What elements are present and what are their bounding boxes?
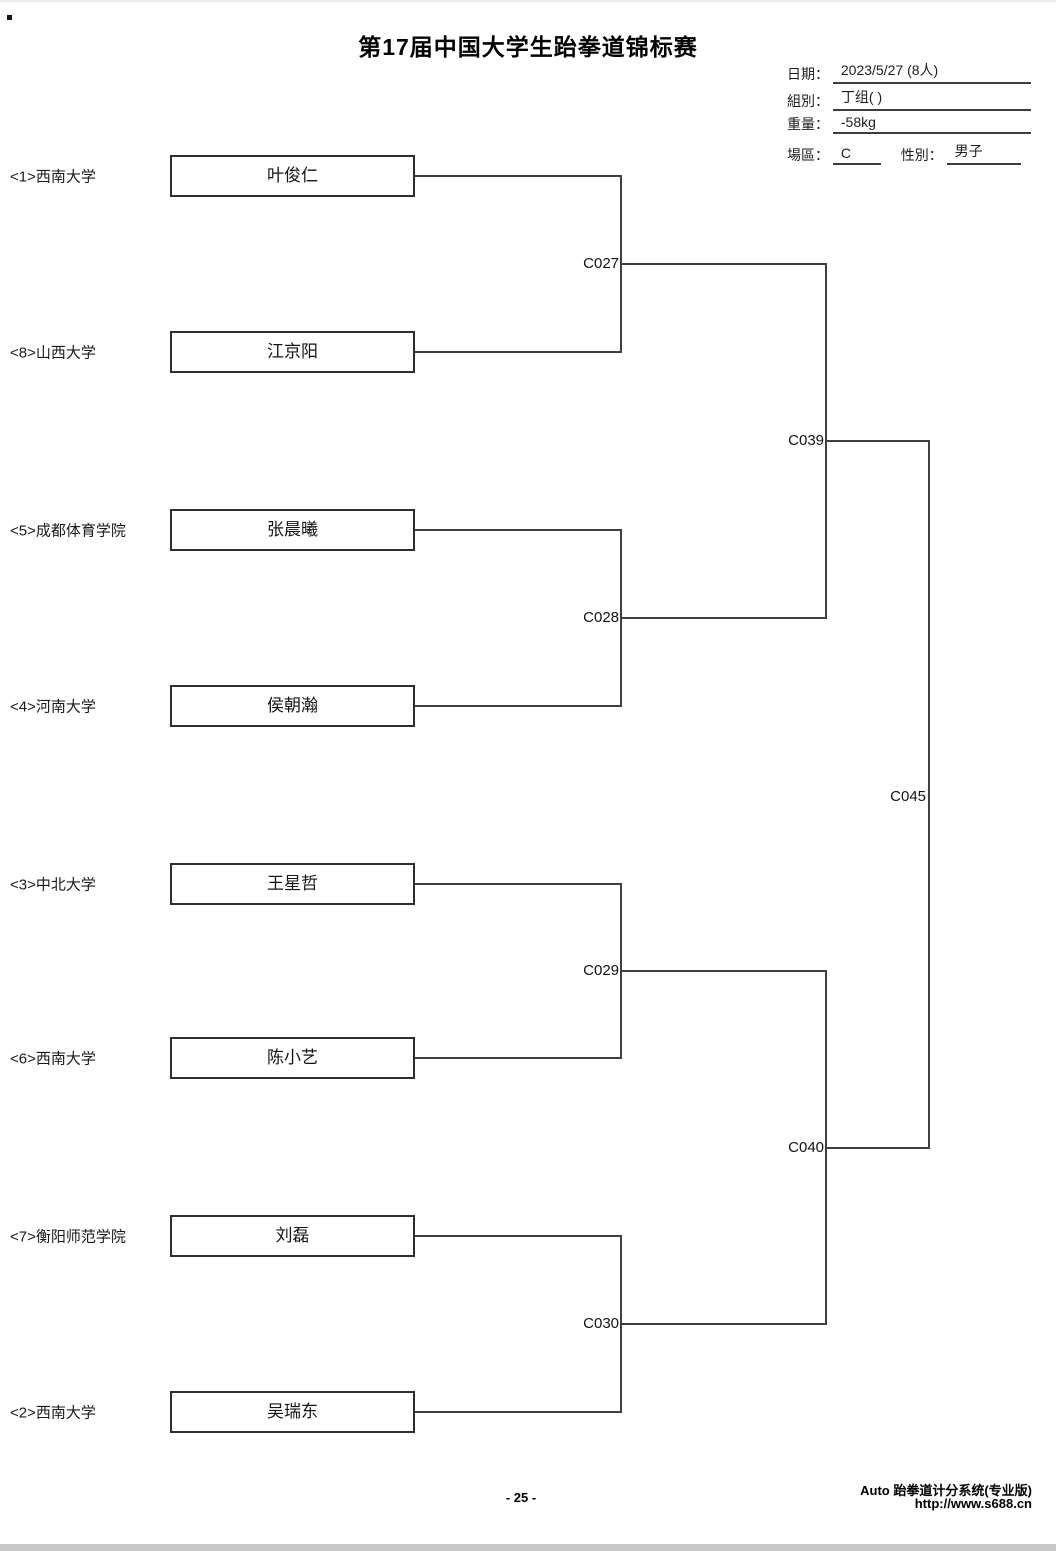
player-row-2: <8>山西大学 江京阳 [0, 331, 1056, 373]
date-label: 日期： [787, 66, 829, 82]
weight-label: 重量： [787, 116, 829, 132]
bracket-connector [620, 529, 622, 707]
date-value: 2023/5/27 (8人) [832, 60, 1031, 84]
area-label: 場區： [787, 147, 829, 163]
area-value: C [832, 145, 881, 165]
player-name-box: 江京阳 [170, 331, 415, 373]
page-number: - 25 - [505, 1490, 537, 1505]
player-seed: <5>成都体育学院 [10, 522, 126, 540]
bracket-connector [620, 1235, 622, 1413]
footer-brand-line: Auto 跆拳道计分系统(专业版) [860, 1483, 1032, 1498]
bracket-connector [620, 175, 622, 353]
player-seed: <2>西南大学 [10, 1404, 96, 1422]
footer-brand-url: http://www.s688.cn [914, 1496, 1032, 1511]
player-name-box: 陈小艺 [170, 1037, 415, 1079]
bracket-connector [415, 705, 622, 707]
player-name-box: 刘磊 [170, 1215, 415, 1257]
bracket-connector [620, 883, 622, 1059]
player-row-4: <4>河南大学 侯朝瀚 [0, 685, 1056, 727]
bracket-connector [415, 351, 622, 353]
group-label: 組別： [787, 93, 829, 109]
bracket-connector [415, 175, 622, 177]
weight-value: -58kg [832, 114, 1031, 134]
player-row-1: <1>西南大学 叶俊仁 [0, 155, 1056, 197]
match-code-c039: C039 [788, 432, 824, 449]
player-name-box: 吴瑞东 [170, 1391, 415, 1433]
player-name-box: 侯朝瀚 [170, 685, 415, 727]
match-code-c045: C045 [890, 788, 926, 805]
bracket-connector [415, 529, 622, 531]
bracket-connector [415, 1057, 622, 1059]
player-name-box: 叶俊仁 [170, 155, 415, 197]
gender-label: 性別： [900, 147, 943, 163]
player-row-7: <7>衡阳师范学院 刘磊 [0, 1215, 1056, 1257]
bracket-connector [825, 970, 827, 1325]
player-row-8: <2>西南大学 吴瑞东 [0, 1391, 1056, 1433]
bracket-connector [622, 970, 827, 972]
player-seed: <6>西南大学 [10, 1050, 96, 1068]
group-value: 丁组( ) [832, 87, 1031, 111]
stray-mark [7, 15, 12, 20]
bracket-connector [415, 1235, 622, 1237]
top-rule [0, 0, 1056, 2]
bracket-connector [827, 440, 930, 442]
bracket-connector [825, 263, 827, 619]
player-name-box: 张晨曦 [170, 509, 415, 551]
match-code-c029: C029 [583, 962, 619, 979]
player-seed: <1>西南大学 [10, 168, 96, 186]
page-title: 第17届中国大学生跆拳道锦标赛 [358, 34, 698, 60]
gender-value: 男子 [946, 141, 1021, 165]
bracket-connector [622, 263, 827, 265]
player-row-5: <3>中北大学 王星哲 [0, 863, 1056, 905]
header-row-date: 日期： 2023/5/27 (8人) [787, 60, 1031, 84]
player-row-6: <6>西南大学 陈小艺 [0, 1037, 1056, 1079]
player-seed: <7>衡阳师范学院 [10, 1228, 126, 1246]
bracket-connector [928, 440, 930, 1149]
match-code-c028: C028 [583, 609, 619, 626]
bracket-connector [827, 1147, 930, 1149]
player-seed: <4>河南大学 [10, 698, 96, 716]
header-row-area-gender: 場區： C 性別： 男子 [787, 141, 1021, 165]
match-code-c040: C040 [788, 1139, 824, 1156]
bracket-connector [415, 1411, 622, 1413]
header-row-weight: 重量： -58kg [787, 114, 1031, 134]
player-name-box: 王星哲 [170, 863, 415, 905]
bracket-connector [622, 1323, 827, 1325]
player-seed: <8>山西大学 [10, 344, 96, 362]
bottom-bar [0, 1544, 1056, 1551]
player-seed: <3>中北大学 [10, 876, 96, 894]
match-code-c027: C027 [583, 255, 619, 272]
player-row-3: <5>成都体育学院 张晨曦 [0, 509, 1056, 551]
header-row-group: 組別： 丁组( ) [787, 87, 1031, 111]
bracket-connector [415, 883, 622, 885]
match-code-c030: C030 [583, 1315, 619, 1332]
bracket-connector [622, 617, 827, 619]
